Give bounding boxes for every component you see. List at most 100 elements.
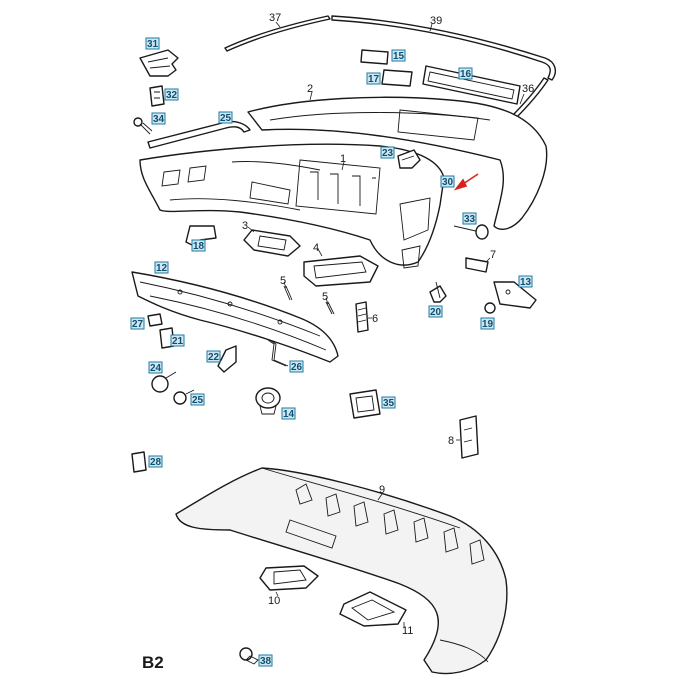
svg-text:25: 25 [220,113,232,124]
svg-text:15: 15 [393,51,405,62]
callout-12[interactable]: 12 [154,261,169,274]
moulding-25-upper [147,120,251,149]
callout-28[interactable]: 28 [148,455,163,468]
bracket-22 [217,345,237,373]
callout-31[interactable]: 31 [145,37,160,50]
holder-35 [349,389,381,419]
callout-27[interactable]: 27 [130,317,145,330]
label-10: 10 [268,595,280,607]
svg-text:33: 33 [464,214,476,225]
reflector-plate-15 [360,49,389,65]
callout-24[interactable]: 24 [148,361,163,374]
reinforcement-bar-12 [131,271,339,363]
svg-text:12: 12 [156,263,168,274]
callout-32[interactable]: 32 [164,88,179,101]
bolt-33 [453,224,489,240]
rivet-25 [173,389,195,405]
label-36: 36 [522,83,534,95]
callout-26[interactable]: 26 [289,360,304,373]
label-7: 7 [490,249,496,261]
callout-18[interactable]: 18 [191,239,206,252]
callout-19[interactable]: 19 [480,317,495,330]
screw-5-left [283,285,293,301]
callout-30[interactable]: 30 [440,175,455,188]
label-1: 1 [340,153,346,165]
label-37: 37 [269,12,281,24]
callout-14[interactable]: 14 [281,407,296,420]
label-11: 11 [402,625,413,637]
rivet-24 [151,371,177,393]
svg-text:18: 18 [193,241,205,252]
bracket-10 [259,565,319,591]
bumper-cover-1 [139,143,445,269]
svg-text:34: 34 [153,114,165,125]
label-3: 3 [242,220,248,232]
callout-15[interactable]: 15 [391,49,406,62]
callout-35[interactable]: 35 [381,396,396,409]
pointer-arrow [453,173,479,191]
svg-text:20: 20 [430,307,442,318]
svg-text:22: 22 [208,352,220,363]
svg-text:38: 38 [260,656,272,667]
callout-20[interactable]: 20 [428,305,443,318]
callout-25-lower[interactable]: 25 [190,393,205,406]
svg-text:26: 26 [291,362,303,373]
label-6: 6 [372,313,378,325]
callout-13[interactable]: 13 [518,275,533,288]
svg-text:14: 14 [283,409,295,420]
svg-text:27: 27 [132,319,144,330]
callout-22[interactable]: 22 [206,350,221,363]
label-5-left: 5 [280,275,286,287]
label-8: 8 [448,435,454,447]
nut-19 [484,302,496,314]
screw-34 [133,117,153,135]
callout-38[interactable]: 38 [258,654,273,667]
bracket-11 [339,591,407,627]
clip-28 [131,451,147,473]
screw-5-right [325,301,335,315]
clip-27 [147,313,163,327]
push-clip-31 [139,49,179,77]
svg-text:13: 13 [520,277,532,288]
label-4: 4 [313,242,319,254]
callout-25-upper[interactable]: 25 [218,111,233,124]
grommet-14 [255,387,281,415]
callout-21[interactable]: 21 [170,334,185,347]
callout-17[interactable]: 17 [366,72,381,85]
upper-cover-2 [247,96,548,230]
rear-bumper-cover-9 [175,467,508,675]
callout-23[interactable]: 23 [380,146,395,159]
bracket-3 [243,229,301,257]
svg-text:21: 21 [172,336,184,347]
callout-34[interactable]: 34 [151,112,166,125]
svg-text:23: 23 [382,148,394,159]
grommet-23 [397,149,421,169]
spring-clip-6 [355,301,369,333]
bracket-4 [303,255,379,287]
moulding-strip-37 [224,15,331,52]
svg-text:25: 25 [192,395,204,406]
page-code: B2 [142,653,164,672]
retainer-clip-32 [149,85,165,107]
svg-text:24: 24 [150,363,162,374]
bracket-13 [493,281,537,309]
svg-text:30: 30 [442,177,454,188]
rod-26 [267,339,289,367]
svg-text:19: 19 [482,319,494,330]
label-2: 2 [307,83,313,95]
fastener-20 [429,281,447,303]
reflector-plate-17 [381,69,413,87]
svg-text:16: 16 [460,69,472,80]
label-39: 39 [430,15,442,27]
bracket-8 [459,415,479,459]
svg-text:28: 28 [150,457,162,468]
callout-16[interactable]: 16 [458,67,473,80]
reflector-plate-16 [422,65,521,105]
svg-text:31: 31 [147,39,159,50]
label-9: 9 [379,484,385,496]
screw-38 [239,647,259,665]
callout-33[interactable]: 33 [462,212,477,225]
svg-text:35: 35 [383,398,395,409]
label-5-right: 5 [322,291,328,303]
